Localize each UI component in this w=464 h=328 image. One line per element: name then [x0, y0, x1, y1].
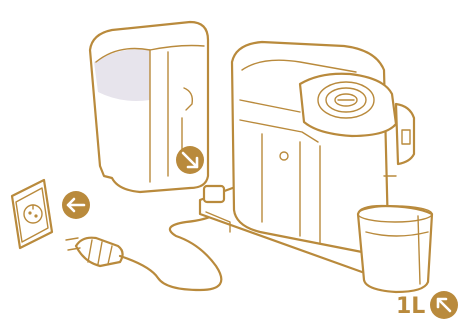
capacity-label: 1L: [396, 294, 425, 319]
power-cord: [120, 214, 221, 290]
step-1-badge: [62, 191, 90, 219]
wall-socket: [12, 180, 52, 248]
step-3-badge: [430, 291, 458, 319]
power-plug: [66, 238, 123, 266]
measuring-jug: [358, 206, 432, 292]
step-2-badge: [176, 146, 204, 174]
